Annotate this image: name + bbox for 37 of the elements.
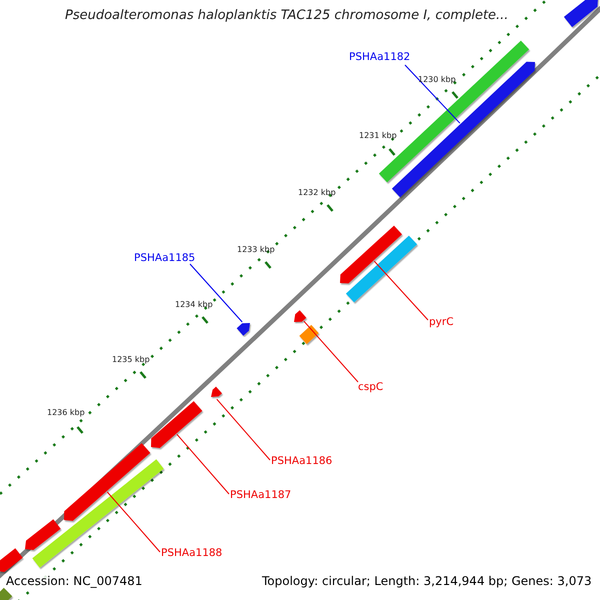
gene-label: PSHAa1182 xyxy=(349,51,410,63)
gene-bar xyxy=(32,459,164,568)
footer-text: Topology: circular; Length: 3,214,944 bp; Genes: 3,073 xyxy=(262,574,592,588)
gene-label: PSHAa1186 xyxy=(271,455,332,467)
gene-bar xyxy=(299,324,319,344)
leader-line xyxy=(190,264,243,322)
tick-label: 1232 kbp xyxy=(298,188,336,197)
gene-bar xyxy=(346,236,418,302)
gene-label: PSHAa1187 xyxy=(230,489,292,501)
tick-label: 1231 kbp xyxy=(359,131,397,140)
leader-line xyxy=(374,260,428,320)
gene-feature xyxy=(25,519,61,550)
gene-feature xyxy=(64,443,150,521)
gene-feature xyxy=(151,401,202,448)
leader-line xyxy=(404,64,460,124)
tick-label: 1235 kbp xyxy=(112,355,150,364)
gene-feature xyxy=(564,0,598,28)
leader-line xyxy=(216,398,270,460)
tick-label: 1233 kbp xyxy=(237,245,275,254)
gene-label: PSHAa1185 xyxy=(134,252,196,264)
gene-feature xyxy=(0,548,23,572)
gene-feature xyxy=(236,323,250,336)
footer-text: Accession: NC_007481 xyxy=(6,574,142,588)
gene-feature xyxy=(340,226,402,284)
leader-line xyxy=(106,492,160,552)
gene-label: PSHAa1188 xyxy=(161,547,222,559)
tick-label: 1230 kbp xyxy=(418,75,456,84)
gene-feature xyxy=(211,386,222,397)
gene-label: cspC xyxy=(358,381,384,393)
gene-bar xyxy=(0,588,12,600)
gene-feature xyxy=(294,310,306,322)
map-title: Pseudoalteromonas haloplanktis TAC125 chromosome I, complete... xyxy=(65,8,508,23)
gene-label: pyrC xyxy=(429,316,454,328)
tick-label: 1234 kbp xyxy=(175,300,213,309)
leader-line xyxy=(176,434,230,494)
leader-line xyxy=(303,320,358,382)
tick-label: 1236 kbp xyxy=(47,408,85,417)
